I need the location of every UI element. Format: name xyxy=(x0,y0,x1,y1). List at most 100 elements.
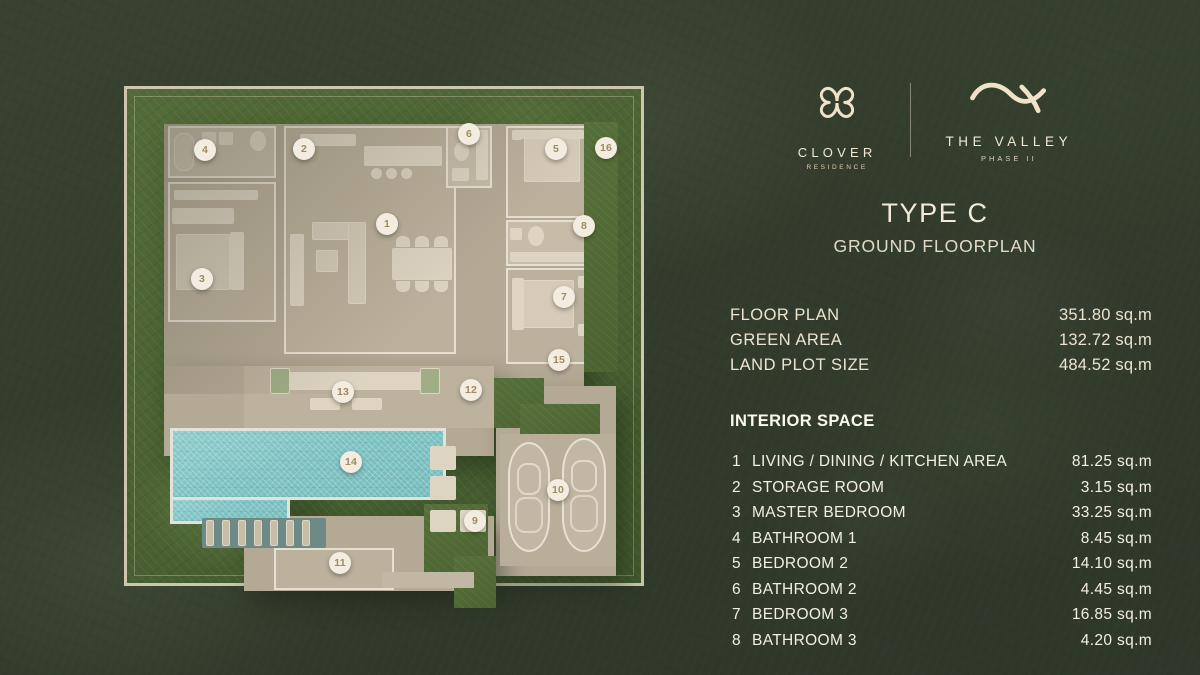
basin-fixture-3 xyxy=(510,228,522,240)
spec-label-green-area: GREEN AREA xyxy=(730,331,843,349)
master-bed xyxy=(176,234,230,290)
basin-fixture-2 xyxy=(452,168,469,181)
vanity-run-3 xyxy=(510,252,594,262)
dining-chair-6 xyxy=(434,281,448,292)
floorplan-marker-1[interactable]: 1 xyxy=(376,213,398,235)
room-label-6: BATHROOM 2 xyxy=(752,580,857,598)
coffee-table-b xyxy=(352,398,382,410)
deck-slat-1 xyxy=(206,520,214,546)
nightstand-2a xyxy=(512,130,522,140)
dining-chair-5 xyxy=(415,281,429,292)
floorplan-marker-14[interactable]: 14 xyxy=(340,451,362,473)
room-number-5: 5 xyxy=(732,555,741,572)
floorplan-marker-3[interactable]: 3 xyxy=(191,268,213,290)
clover-tagline: RESIDENCE xyxy=(806,163,868,171)
room-area-1: 81.25 sq.m xyxy=(1071,453,1152,470)
bar-stool-3 xyxy=(401,168,412,179)
deck-slat-6 xyxy=(286,520,294,546)
spec-value-green-area: 132.72 sq.m xyxy=(1058,331,1152,349)
room-number-6: 6 xyxy=(732,580,741,598)
room-area-6: 4.45 sq.m xyxy=(1080,580,1152,598)
room-label-3: MASTER BEDROOM xyxy=(752,504,906,521)
pool-shallow-step xyxy=(170,500,290,524)
wardrobe-run xyxy=(174,190,258,200)
floorplan-marker-12[interactable]: 12 xyxy=(460,379,482,401)
ottoman xyxy=(316,250,338,272)
room-row-5: 5 BEDROOM 2 14.10 sq.m xyxy=(732,551,1152,577)
coffee-table-a xyxy=(310,398,340,410)
car-right xyxy=(562,438,606,552)
room-row-7: 7 BEDROOM 3 16.85 sq.m xyxy=(732,602,1152,628)
room-row-3: 3 MASTER BEDROOM 33.25 sq.m xyxy=(732,500,1152,526)
floorplan-marker-9[interactable]: 9 xyxy=(464,510,486,532)
planter-right xyxy=(420,368,440,394)
interior-room-list: 1 LIVING / DINING / KITCHEN AREA 81.25 s… xyxy=(700,449,1170,653)
kitchen-island xyxy=(364,146,442,166)
planter-left xyxy=(270,368,290,394)
room-number-8: 8 xyxy=(732,631,741,649)
interior-space-heading: INTERIOR SPACE xyxy=(730,412,875,430)
stepping-pad-1 xyxy=(430,510,456,532)
room-number-2: 2 xyxy=(732,478,741,496)
dining-chair-1 xyxy=(396,236,410,247)
clover-wordmark: CLOVER xyxy=(797,144,877,160)
basin-fixture-b xyxy=(219,132,233,145)
page-subtitle: GROUND FLOORPLAN xyxy=(833,236,1037,256)
room-row-8: 8 BATHROOM 3 4.20 sq.m xyxy=(732,628,1152,654)
stepping-pad-4 xyxy=(430,446,456,470)
room-area-5: 14.10 sq.m xyxy=(1071,555,1152,572)
floorplan-marker-5[interactable]: 5 xyxy=(545,138,567,160)
spec-row-floor-plan: FLOOR PLAN 351.80 sq.m xyxy=(730,303,1152,328)
room-row-6: 6 BATHROOM 2 4.45 sq.m xyxy=(732,577,1152,603)
dining-table xyxy=(392,248,452,280)
room-row-1: 1 LIVING / DINING / KITCHEN AREA 81.25 s… xyxy=(732,449,1152,475)
room-area-2: 3.15 sq.m xyxy=(1080,478,1152,496)
room-row-2: 2 STORAGE ROOM 3.15 sq.m xyxy=(732,475,1152,501)
room-label-1: LIVING / DINING / KITCHEN AREA xyxy=(752,453,1008,470)
floorplan-marker-16[interactable]: 16 xyxy=(595,137,617,159)
floorplan-marker-15[interactable]: 15 xyxy=(548,349,570,371)
sofa-segment-b xyxy=(348,222,366,304)
deck-slat-2 xyxy=(222,520,230,546)
deck-slat-4 xyxy=(254,520,262,546)
room-label-2: STORAGE ROOM xyxy=(752,478,885,496)
room-area-3: 33.25 sq.m xyxy=(1071,504,1152,521)
swimming-pool xyxy=(170,428,446,500)
sideboard-left xyxy=(290,234,304,306)
floorplan-marker-2[interactable]: 2 xyxy=(293,138,315,160)
garden-patch-north-carport xyxy=(520,404,600,436)
floorplan-marker-4[interactable]: 4 xyxy=(194,139,216,161)
valley-swoosh-icon xyxy=(967,77,1051,122)
clover-brand: CLOVER RESIDENCE xyxy=(798,70,877,171)
spec-summary-list: FLOOR PLAN 351.80 sq.m GREEN AREA 132.72… xyxy=(700,303,1170,378)
room-area-7: 16.85 sq.m xyxy=(1071,606,1152,623)
room-row-4: 4 BATHROOM 1 8.45 sq.m xyxy=(732,526,1152,552)
deck-slat-3 xyxy=(238,520,246,546)
stepping-pad-3 xyxy=(430,476,456,500)
floorplan-marker-13[interactable]: 13 xyxy=(332,381,354,403)
page-title: TYPE C xyxy=(881,198,989,228)
room-label-7: BEDROOM 3 xyxy=(752,606,849,623)
floorplan-marker-10[interactable]: 10 xyxy=(547,479,569,501)
floorplan-marker-8[interactable]: 8 xyxy=(573,215,595,237)
toilet-fixture-1 xyxy=(250,131,266,151)
floorplan-marker-11[interactable]: 11 xyxy=(329,552,351,574)
room-label-5: BEDROOM 2 xyxy=(752,555,849,572)
spec-label-land-plot-size: LAND PLOT SIZE xyxy=(730,356,870,374)
room-area-8: 4.20 sq.m xyxy=(1080,631,1152,649)
floorplan-marker-7[interactable]: 7 xyxy=(553,286,575,308)
spec-label-floor-plan: FLOOR PLAN xyxy=(730,306,840,324)
brand-divider xyxy=(910,83,912,157)
clover-logo-icon xyxy=(806,70,868,137)
floorplan-graphic: 1 2 3 4 5 6 7 8 9 10 11 12 13 14 15 16 xyxy=(124,86,644,608)
garden-strip-east xyxy=(584,122,618,372)
floorplan-marker-6[interactable]: 6 xyxy=(458,123,480,145)
bar-stool-1 xyxy=(371,168,382,179)
shower-enclosure-2 xyxy=(476,130,488,180)
deck-slat-7 xyxy=(302,520,310,546)
room-number-1: 1 xyxy=(732,453,741,470)
room-number-3: 3 xyxy=(732,504,741,521)
room-number-7: 7 xyxy=(732,606,741,623)
side-table-round xyxy=(196,210,209,223)
bathtub-fixture xyxy=(174,133,194,171)
